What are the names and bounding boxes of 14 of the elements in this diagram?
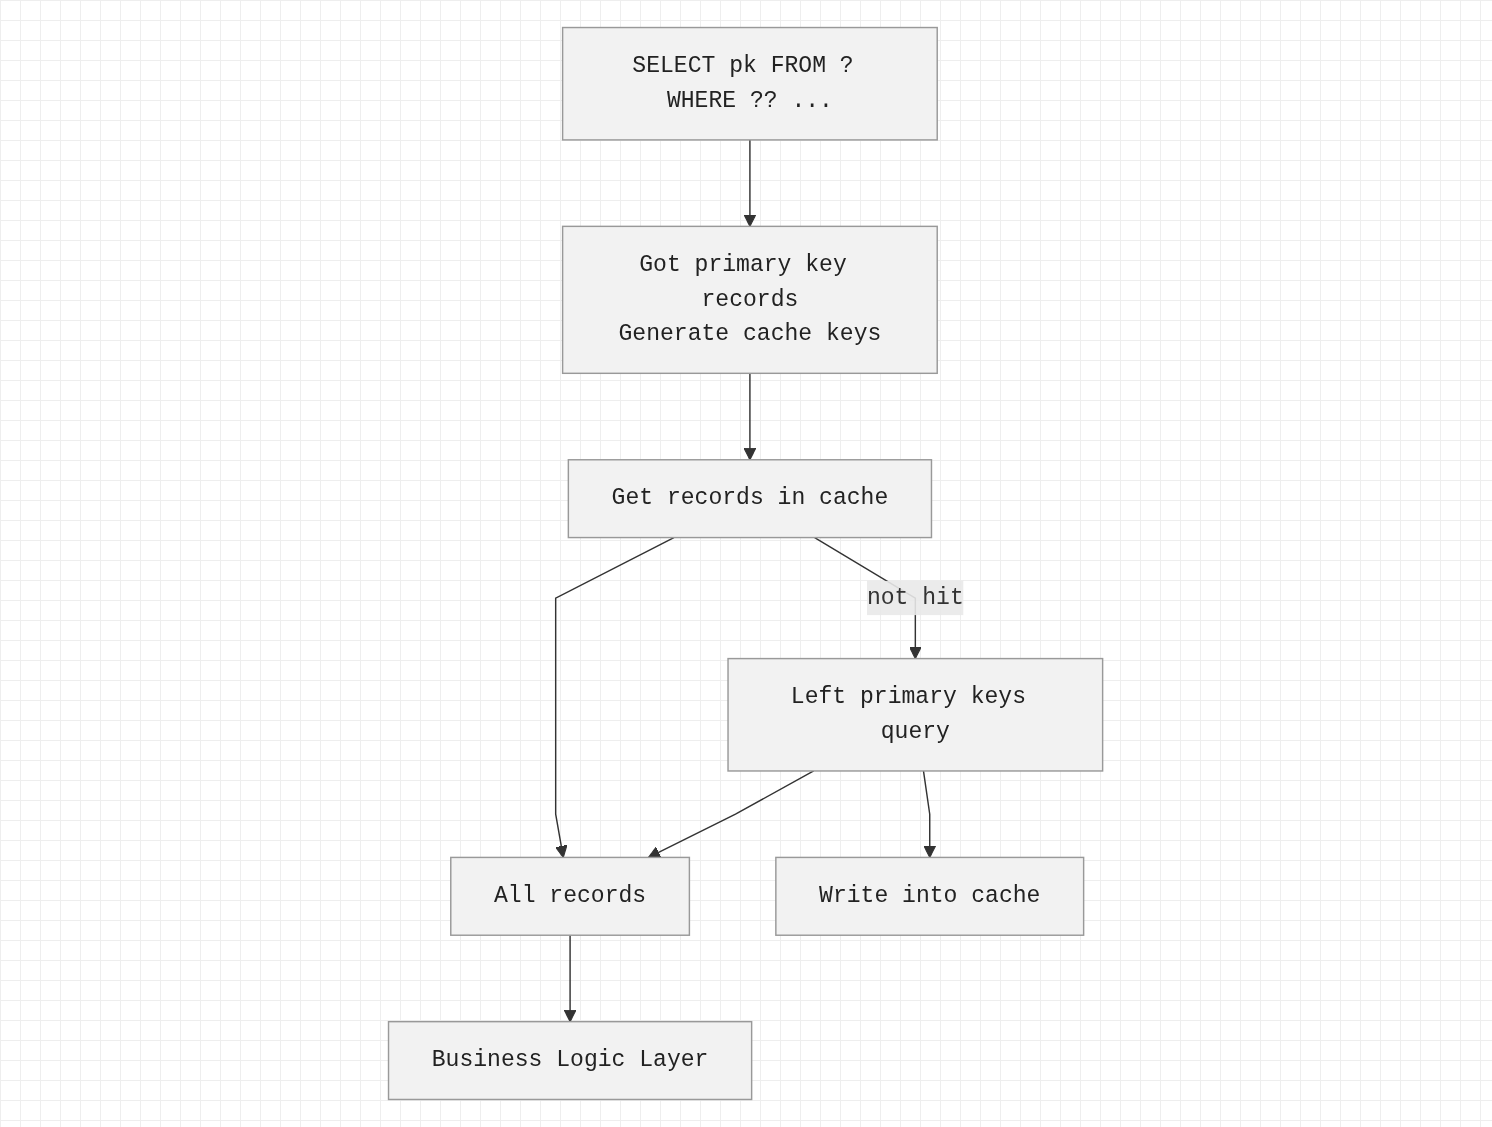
arrow <box>744 139 757 227</box>
node-box: Business Logic Layer <box>388 1020 753 1101</box>
node-box: Got primary key records Generate cache keys <box>562 225 939 375</box>
node-box: All records <box>450 856 691 936</box>
arrow <box>923 770 937 858</box>
arrow <box>564 934 577 1023</box>
arrow <box>744 372 757 461</box>
node-box: Left primary keys query <box>727 657 1104 772</box>
arrow <box>555 536 676 858</box>
arrow <box>648 770 815 859</box>
node-box: Get records in cache <box>568 459 933 539</box>
edge-label: not hit <box>867 585 965 612</box>
node-box: Write into cache <box>775 856 1085 936</box>
node-box: SELECT pk FROM ? WHERE ?? ... <box>562 26 939 141</box>
